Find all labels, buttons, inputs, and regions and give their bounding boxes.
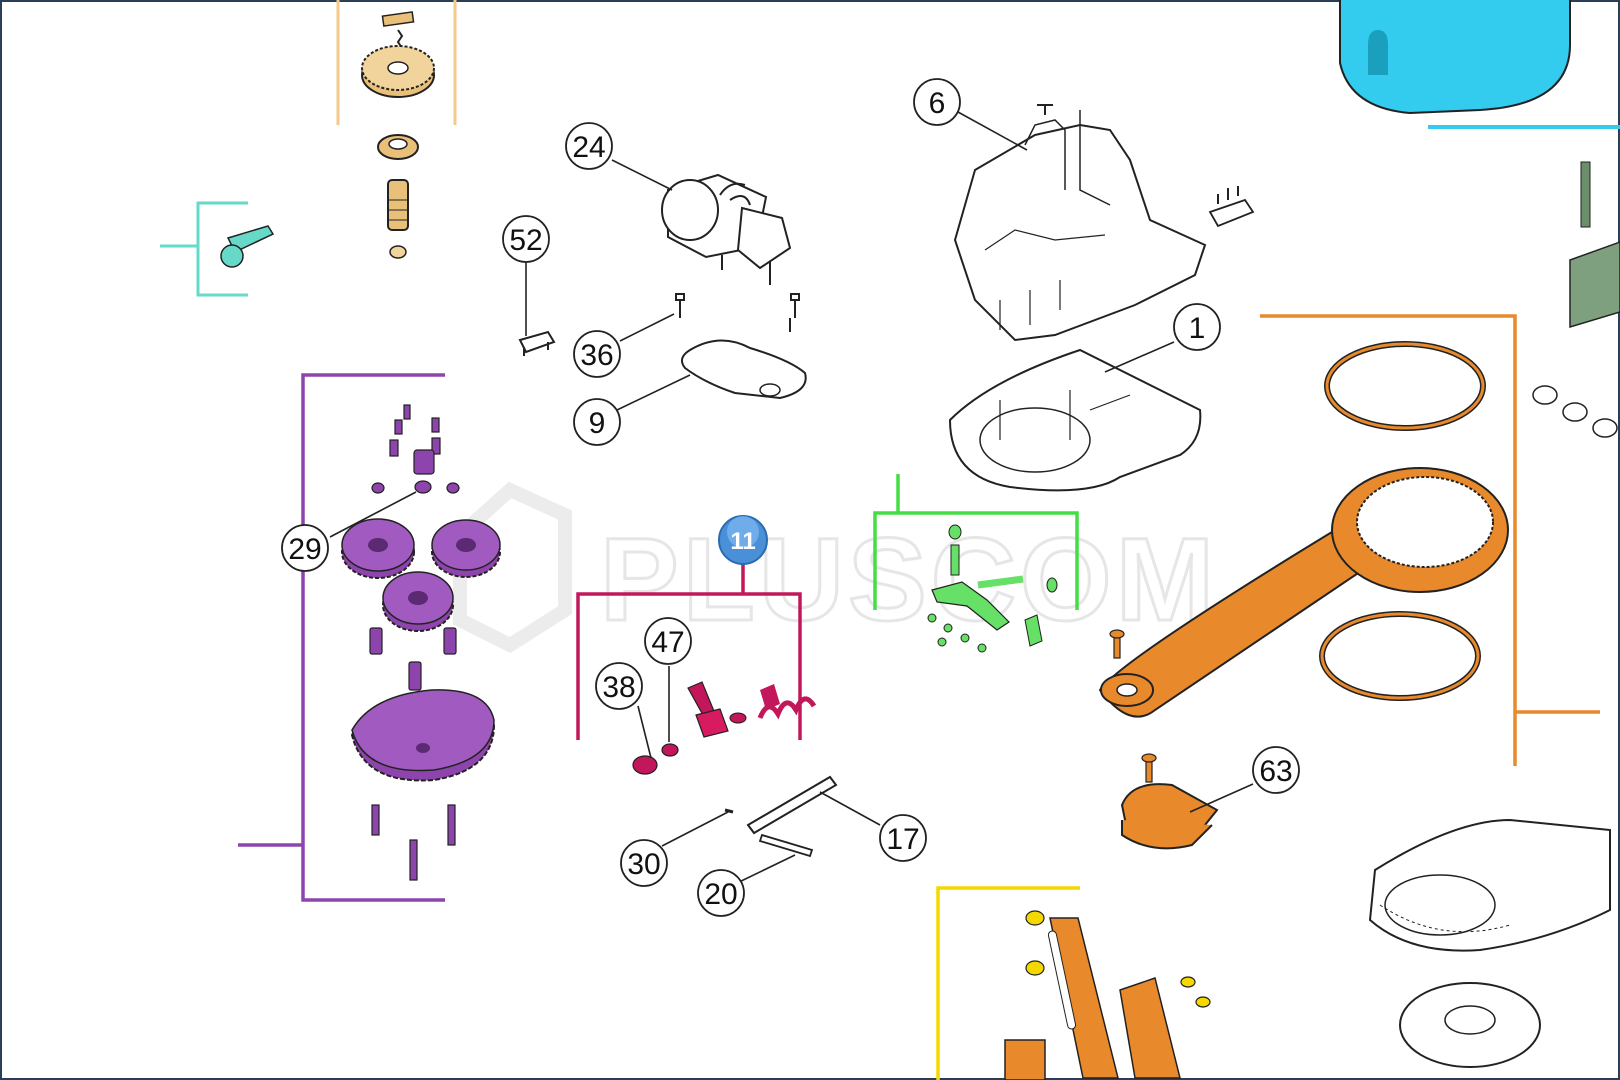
watermark: PLUSCOM [453,481,1218,654]
planet-gear-bottom[interactable] [382,571,454,632]
motor-gear-stack [336,0,457,259]
arm-group [1098,314,1600,850]
callout-36[interactable]: 36 [573,330,621,378]
planet-gear-right[interactable] [431,519,501,578]
svg-text:47: 47 [651,626,684,659]
svg-text:11: 11 [730,528,755,555]
svg-text:6: 6 [929,87,946,120]
svg-text:PLUSCOM: PLUSCOM [600,514,1218,646]
shaft-17 [746,775,838,835]
callouts: 24 52 36 9 6 1 29 47 [281,78,1300,917]
planet-gear-left[interactable] [341,518,415,579]
callout-20[interactable]: 20 [697,869,745,917]
o-ring-top[interactable] [1324,341,1486,431]
pin-20 [758,833,814,858]
top-cover[interactable] [1339,0,1571,115]
svg-text:63: 63 [1259,755,1292,788]
callout-17[interactable]: 17 [879,814,927,862]
terminal-block [1208,186,1255,228]
gasket-plate [680,339,807,400]
selected-group-11: 11 [576,515,817,775]
clip-52 [518,330,556,356]
encoder-plate [1368,818,1611,1068]
callout-47[interactable]: 47 [644,617,692,665]
svg-text:1: 1 [1189,312,1206,345]
svg-text:20: 20 [704,878,737,911]
base-housing [948,348,1202,492]
svg-text:38: 38 [602,671,635,704]
svg-text:36: 36 [580,339,613,372]
svg-text:9: 9 [589,407,606,440]
callout-63[interactable]: 63 [1252,746,1300,794]
callout-29[interactable]: 29 [281,524,329,572]
limit-switch-group [873,474,1079,653]
screw-36 [675,293,800,332]
callout-6[interactable]: 6 [913,78,961,126]
o-ring-bottom[interactable] [1319,611,1481,701]
arm-bracket-63[interactable] [1120,783,1219,850]
planetary-gear-group [238,373,501,902]
selection-bracket [576,592,802,740]
bracket-group [936,886,1211,1080]
motor-assembly [661,173,792,285]
svg-text:52: 52 [509,224,542,257]
release-key[interactable] [220,225,275,268]
planet-carrier[interactable] [350,689,496,782]
lever-47[interactable] [687,681,729,738]
upper-housing [953,104,1207,342]
callout-38[interactable]: 38 [595,662,643,710]
callout-30[interactable]: 30 [620,839,668,887]
callout-24[interactable]: 24 [565,122,613,170]
leader-lines [329,111,1254,885]
callout-52[interactable]: 52 [502,215,550,263]
slotted-bracket[interactable] [1047,917,1119,1079]
svg-text:17: 17 [886,823,919,856]
bracket-strip[interactable] [1119,977,1181,1079]
group-11-badge[interactable]: 11 [718,515,768,565]
svg-text:30: 30 [627,848,660,881]
cover-group [1339,0,1620,129]
callout-9[interactable]: 9 [573,398,621,446]
callout-1[interactable]: 1 [1173,303,1221,351]
release-key-group [160,201,275,297]
svg-text:24: 24 [572,131,605,164]
pin-38[interactable] [632,743,679,775]
right-edge-hardware [1532,161,1620,438]
svg-text:29: 29 [288,533,321,566]
small-pin-30 [724,808,734,814]
ring-gear-arm[interactable] [1098,467,1509,718]
cam-lever[interactable] [931,524,1058,647]
spring[interactable] [729,684,817,724]
